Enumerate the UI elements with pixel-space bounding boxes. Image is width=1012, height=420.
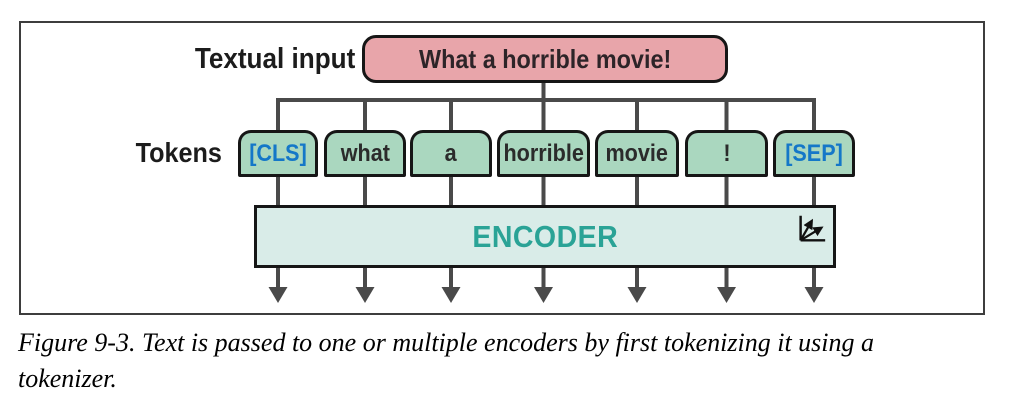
token-box-cls: [CLS]	[238, 130, 318, 177]
token-box-horrible: horrible	[497, 130, 590, 177]
token-text: [SEP]	[785, 139, 843, 167]
tokens-label-text: Tokens	[135, 137, 222, 168]
figure-caption: Figure 9-3. Text is passed to one or mul…	[18, 325, 874, 397]
output-arrowheads	[268, 287, 824, 303]
token-text: what	[340, 139, 390, 167]
encoder-box: ENCODER	[254, 205, 836, 268]
token-text: !	[722, 139, 731, 167]
token-box-sep: [SEP]	[773, 130, 855, 177]
token-box-movie: movie	[595, 130, 679, 177]
textual-input-label: Textual input	[120, 44, 355, 74]
encoder-label: ENCODER	[472, 218, 618, 254]
token-box-a: a	[410, 130, 492, 177]
token-text: movie	[605, 139, 669, 167]
token-text: [CLS]	[249, 139, 307, 167]
textual-input-text: What a horrible movie!	[418, 43, 672, 74]
token-text: a	[444, 139, 458, 167]
token-text: horrible	[503, 139, 584, 167]
figure-caption-line2: tokenizer.	[18, 364, 117, 393]
tokens-label: Tokens	[90, 138, 222, 168]
token-box-exclamation: !	[685, 130, 768, 177]
vector-axes-icon	[799, 215, 826, 242]
figure-caption-line1: Figure 9-3. Text is passed to one or mul…	[18, 328, 875, 357]
textual-input-label-text: Textual input	[194, 43, 355, 75]
token-box-what: what	[324, 130, 406, 177]
textual-input-box: What a horrible movie!	[362, 35, 728, 83]
